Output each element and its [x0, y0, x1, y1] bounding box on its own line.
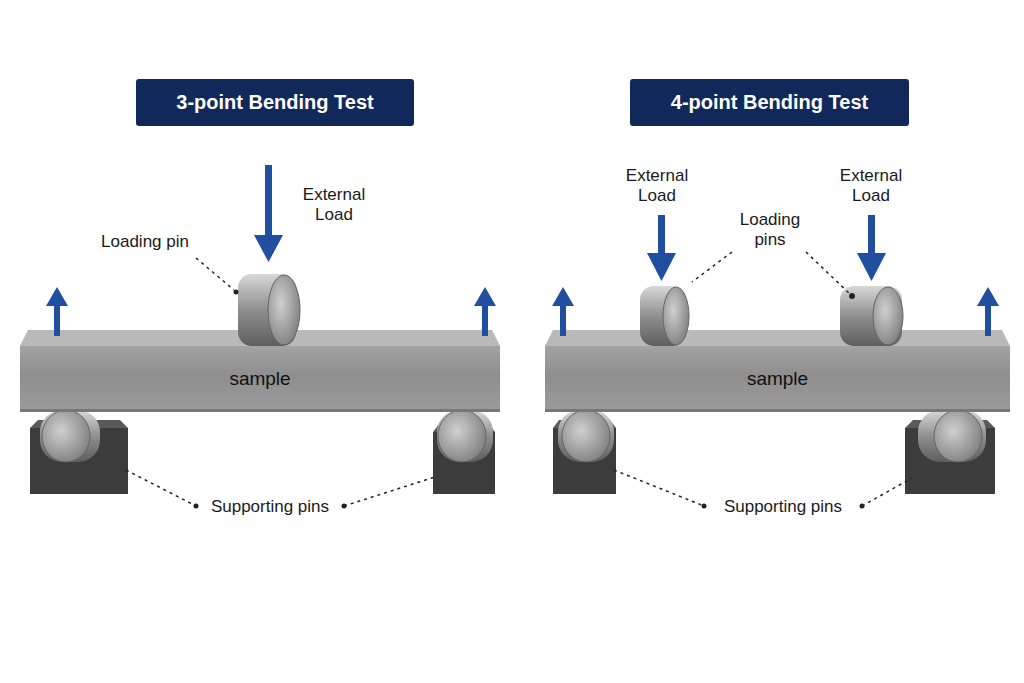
- title-banner: 4-point Bending Test: [630, 79, 909, 126]
- leader-lines: [126, 252, 912, 506]
- title-text: 4-point Bending Test: [671, 91, 868, 114]
- sample-label: sample: [229, 368, 290, 390]
- sample-beam: sample: [20, 346, 500, 412]
- beam-top: [545, 330, 1010, 346]
- part-label: Supporting pins: [211, 497, 329, 517]
- supporting-pins: [40, 410, 986, 462]
- part-label: Loading pins: [730, 210, 810, 251]
- part-label: External Load: [287, 185, 382, 226]
- title-text: 3-point Bending Test: [176, 91, 373, 114]
- part-label: External Load: [824, 166, 919, 207]
- force-arrows: [46, 165, 999, 336]
- sample-beam: sample: [545, 346, 1010, 412]
- part-label: Supporting pins: [724, 497, 842, 517]
- loading-pins: [238, 274, 903, 346]
- part-label: Loading pin: [101, 232, 189, 252]
- title-banner: 3-point Bending Test: [136, 79, 414, 126]
- part-label: External Load: [610, 166, 705, 207]
- support-bases: [30, 428, 995, 494]
- sample-label: sample: [747, 368, 808, 390]
